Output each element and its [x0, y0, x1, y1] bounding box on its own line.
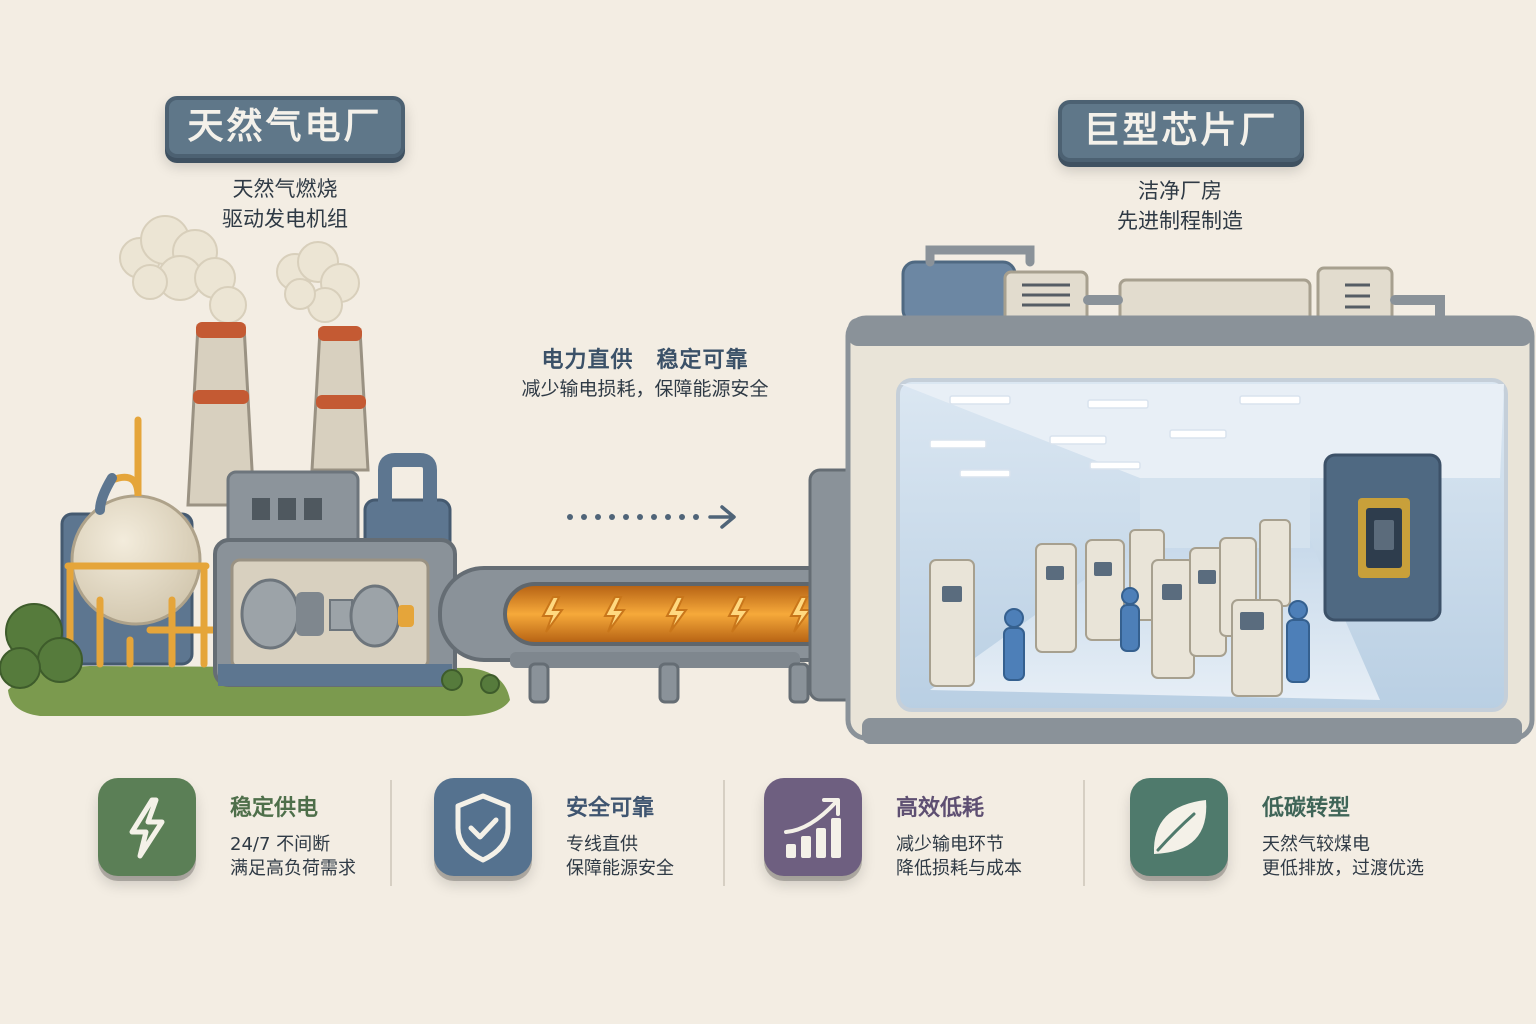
chip-factory — [808, 245, 1535, 744]
chip-factory-desc-line1: 洁净厂房 — [1138, 179, 1222, 203]
chimney-right — [310, 326, 370, 472]
feature-divider — [1083, 780, 1085, 886]
smoke-cloud-left — [119, 215, 247, 324]
feature-safe-reliable: 安全可靠 专线直供 保障能源安全 — [434, 778, 724, 888]
feature-line2: 保障能源安全 — [566, 858, 674, 879]
shield-check-icon — [434, 778, 532, 876]
power-plant-desc-line1: 天然气燃烧 — [232, 177, 338, 201]
rising-bars-icon — [764, 778, 862, 876]
chip-factory-description: 洁净厂房 先进制程制造 — [1080, 176, 1280, 236]
feature-title: 安全可靠 — [566, 796, 655, 821]
power-plant-title: 天然气电厂 — [165, 96, 405, 158]
feature-line1: 24/7 不间断 — [230, 834, 331, 855]
feature-line2: 更低排放，过渡优选 — [1262, 858, 1424, 879]
cleanroom-workers — [1003, 587, 1310, 683]
feature-divider — [723, 780, 725, 886]
feature-stable-supply: 稳定供电 24/7 不间断 满足高负荷需求 — [98, 778, 388, 888]
chip-factory-desc-line2: 先进制程制造 — [1117, 209, 1243, 233]
feature-title: 高效低耗 — [896, 796, 985, 821]
gas-sphere-tank — [64, 416, 219, 668]
feature-title: 低碳转型 — [1262, 796, 1351, 821]
lightning-icon — [98, 778, 196, 876]
smoke-cloud-right — [276, 241, 360, 323]
chip-factory-title: 巨型芯片厂 — [1058, 100, 1304, 162]
feature-efficient-low-loss: 高效低耗 减少输电环节 降低损耗与成本 — [764, 778, 1064, 888]
power-plant — [0, 215, 510, 716]
chimney-left — [186, 322, 256, 507]
feature-title: 稳定供电 — [230, 796, 319, 821]
bushes — [0, 603, 500, 694]
chip-wall-panel — [1323, 453, 1442, 622]
power-plant-desc-line2: 驱动发电机组 — [222, 207, 348, 231]
cleanroom-interior — [896, 378, 1508, 712]
feature-line1: 减少输电环节 — [896, 834, 1004, 855]
feature-line2: 降低损耗与成本 — [896, 858, 1022, 879]
feature-line1: 天然气较煤电 — [1262, 834, 1370, 855]
leaf-icon — [1130, 778, 1228, 876]
connection-subline: 减少输电损耗，保障能源安全 — [521, 378, 769, 400]
feature-low-carbon: 低碳转型 天然气较煤电 更低排放，过渡优选 — [1130, 778, 1460, 888]
connection-headline: 电力直供 稳定可靠 — [541, 348, 749, 373]
feature-divider — [390, 780, 392, 886]
feature-line1: 专线直供 — [566, 834, 638, 855]
feature-line2: 满足高负荷需求 — [230, 858, 356, 879]
power-plant-description: 天然气燃烧 驱动发电机组 — [185, 174, 385, 234]
flow-arrow — [567, 505, 736, 529]
generator-hall — [213, 538, 457, 687]
